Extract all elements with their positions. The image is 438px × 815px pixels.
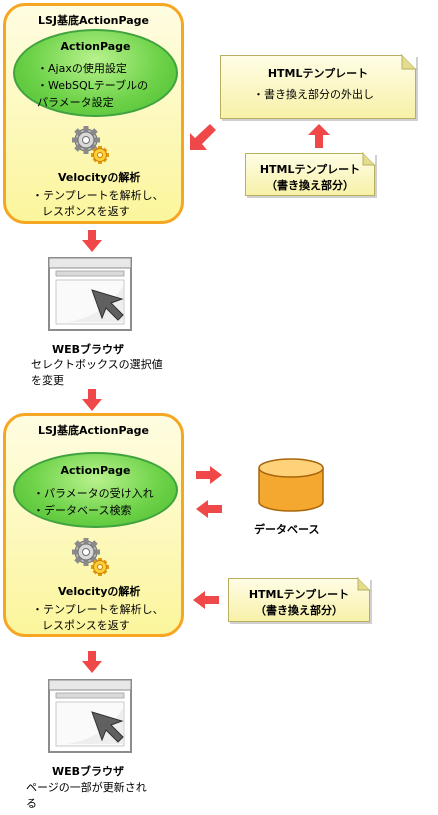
browser-title: WEBブラウザ [52,343,125,356]
html-template-note-large: HTMLテンプレート ・書き換え部分の外出し [220,53,418,119]
action-page-ellipse: ActionPage ・Ajaxの使用設定 ・WebSQLテーブルの パラメータ… [13,29,178,117]
note-subtitle: （書き換え部分） [255,604,343,617]
velocity-title: Velocityの解析 [58,171,141,184]
note-title: HTMLテンプレート [248,588,350,601]
note-fold-corner [357,576,372,591]
red-arrow-icon [193,591,219,609]
note-fold-corner [401,53,418,70]
panel-title: LSJ基底ActionPage [38,424,149,437]
gear-icon [72,126,109,164]
top-action-page-panel: LSJ基底ActionPage ActionPage ・Ajaxの使用設定 ・W… [3,3,184,224]
bottom-action-page-panel: LSJ基底ActionPage ActionPage ・パラメータの受け入れ ・… [3,413,184,637]
action-page-title: ActionPage [60,40,131,53]
red-arrow-icon [190,124,216,150]
note-subtitle: （書き換え部分） [266,179,354,192]
action-page-item: パラメータ設定 [37,96,114,109]
action-page-item: ・Ajaxの使用設定 [37,62,127,75]
action-page-item: ・パラメータの受け入れ [33,487,154,500]
browser-caption: る [26,797,37,810]
velocity-line: レスポンスを返す [42,619,130,632]
browser-window-icon [48,257,132,331]
browser-caption: を変更 [31,374,64,387]
note-title: HTMLテンプレート [259,163,361,176]
database-cylinder-icon [258,458,324,512]
cursor-arrow-icon [91,289,124,321]
browser-title: WEBブラウザ [52,765,125,778]
red-arrow-icon [82,389,102,411]
database-label: データベース [254,523,320,536]
velocity-title: Velocityの解析 [58,585,141,598]
velocity-line: ・テンプレートを解析し、 [32,603,164,616]
red-arrow-icon [82,651,102,673]
browser-caption: セレクトボックスの選択値 [31,358,163,371]
action-page-item: ・WebSQLテーブルの [37,79,149,92]
action-page-ellipse: ActionPage ・パラメータの受け入れ ・データベース検索 [13,452,178,528]
action-page-title: ActionPage [60,464,131,477]
red-arrow-icon [196,466,222,484]
note-item: ・書き換え部分の外出し [253,88,374,101]
velocity-line: ・テンプレートを解析し、 [32,189,164,202]
red-arrow-icon [308,124,330,148]
red-arrow-icon [196,500,222,518]
note-title: HTMLテンプレート [267,67,369,80]
action-page-item: ・データベース検索 [33,504,132,517]
gear-icon [72,538,109,576]
browser-caption: ページの一部が更新され [26,781,147,794]
panel-title: LSJ基底ActionPage [38,14,149,27]
red-arrow-icon [82,230,102,252]
note-fold-corner [362,151,377,166]
html-template-note-small-bottom: HTMLテンプレート （書き換え部分） [228,576,372,622]
cursor-arrow-icon [91,711,124,743]
html-template-note-small-top: HTMLテンプレート （書き換え部分） [245,151,377,196]
velocity-line: レスポンスを返す [42,205,130,218]
